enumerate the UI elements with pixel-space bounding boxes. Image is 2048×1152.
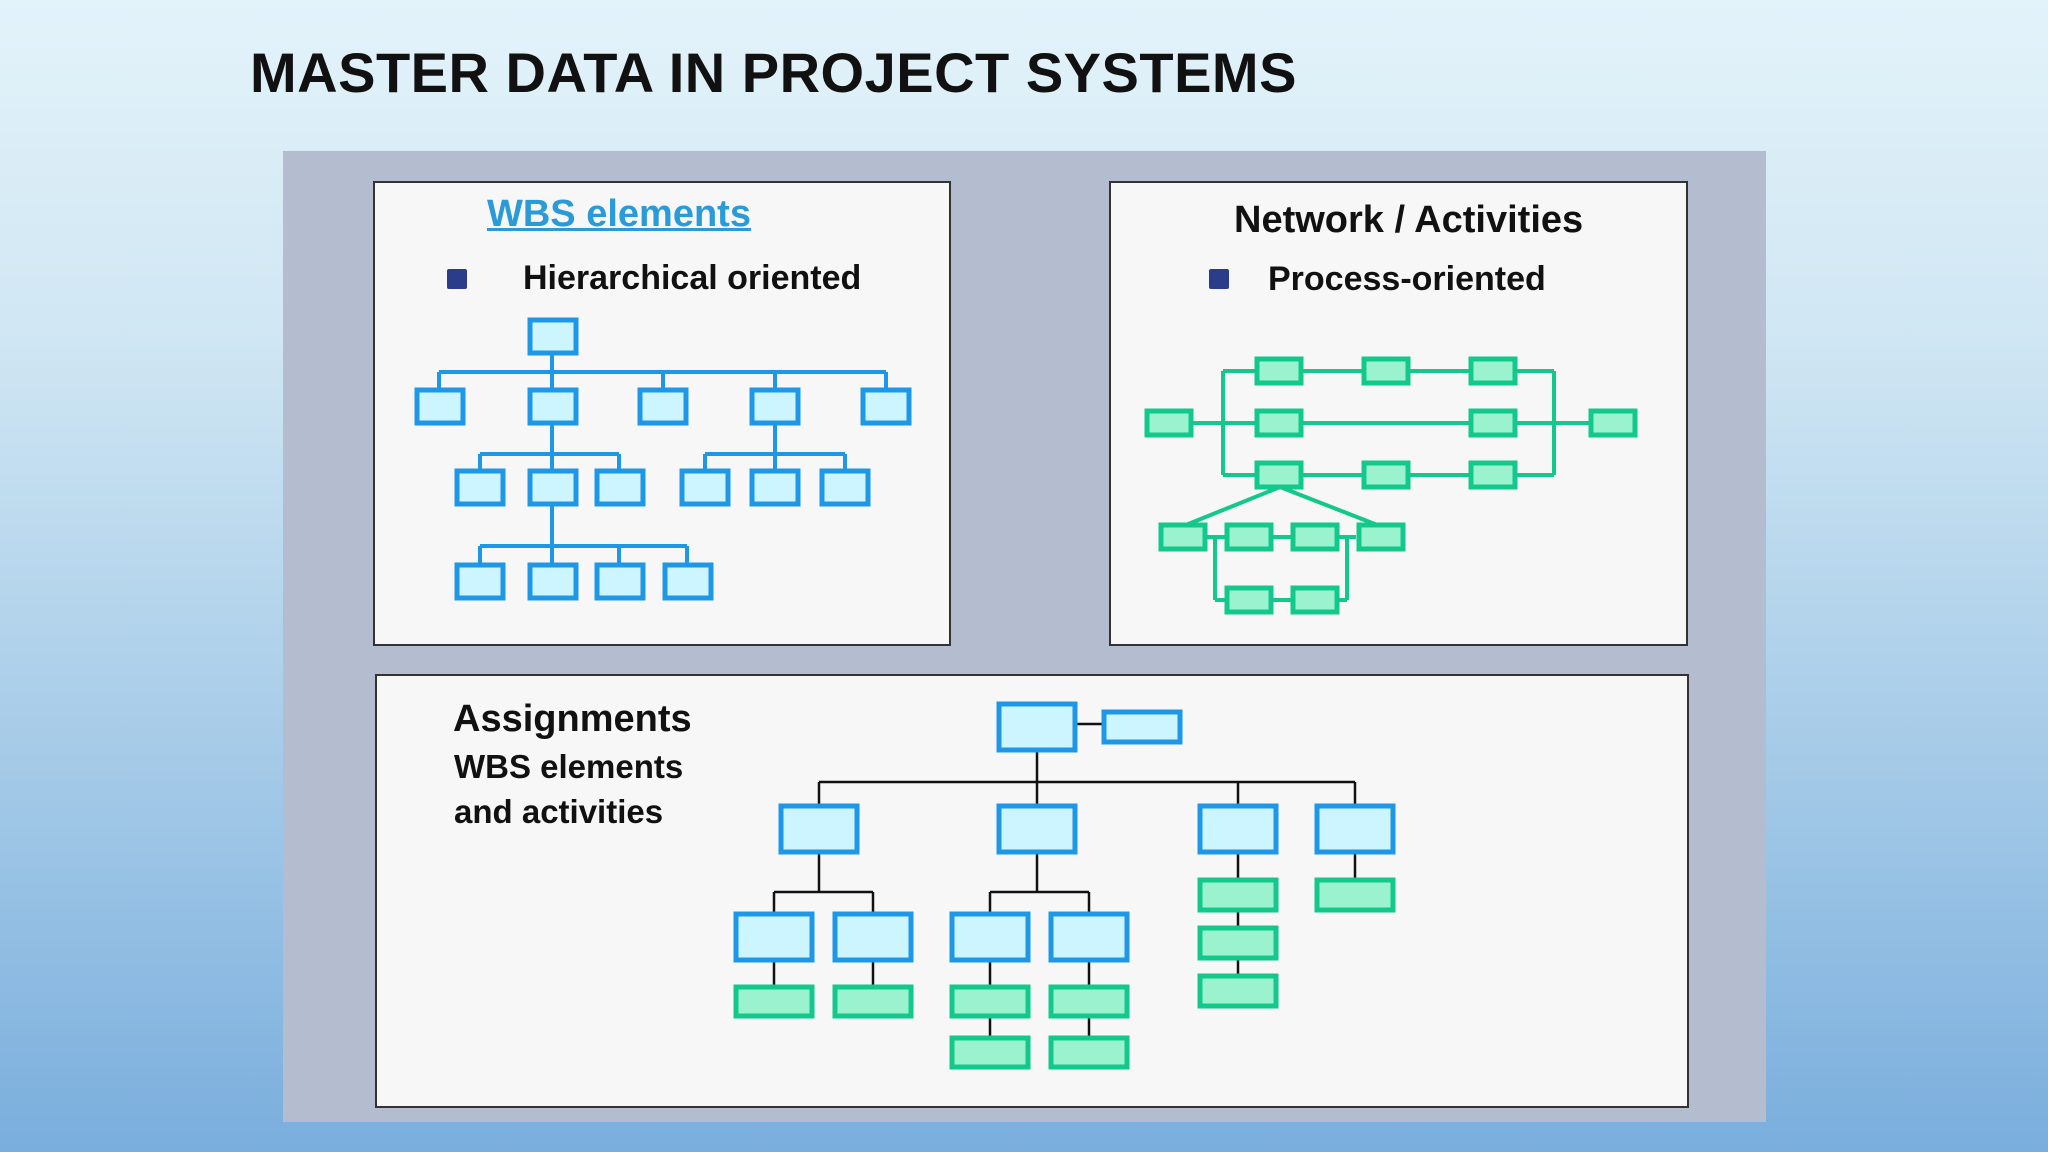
activity-box [1197,925,1279,961]
activity-box [1314,877,1396,913]
assignments-line-2: WBS elements [454,748,684,785]
wbs-element-box [1101,709,1183,745]
activity-box [1224,585,1274,615]
activity-box [733,984,815,1019]
activity-box [1158,522,1208,552]
activity-box [1254,408,1304,438]
wbs-element-box [1048,911,1130,963]
bullet-icon [1209,269,1229,289]
wbs-element-box [949,911,1031,963]
assignments-panel: Assignments WBS elements and activities [375,674,1689,1108]
activity-box [1224,522,1274,552]
wbs-panel: WBS elements Hierarchical oriented [373,181,951,646]
network-panel: Network / Activities Process-oriented [1109,181,1688,646]
wbs-element-box [832,911,914,963]
activity-box [1468,408,1518,438]
activity-box [1588,408,1638,438]
wbs-element-box [454,468,506,507]
wbs-hierarchy-diagram [414,317,912,601]
activity-box [949,984,1031,1019]
activity-box [1290,522,1340,552]
wbs-element-box [527,468,579,507]
activity-box [832,984,914,1019]
network-bullet-text: Process-oriented [1268,260,1546,298]
wbs-element-box [749,468,801,507]
activity-box [1144,408,1194,438]
activity-box [1356,522,1406,552]
wbs-element-box [662,562,714,601]
wbs-element-box [749,387,801,426]
wbs-element-box [527,317,579,356]
activity-box [1254,356,1304,386]
wbs-element-box [1314,803,1396,855]
slide-title: MASTER DATA IN PROJECT SYSTEMS [250,41,1297,104]
wbs-element-box [527,387,579,426]
activity-box [1361,460,1411,490]
wbs-element-box [594,562,646,601]
wbs-element-box [414,387,466,426]
wbs-element-box [733,911,815,963]
wbs-element-box [996,803,1078,855]
activity-box [1361,356,1411,386]
activity-box [1468,460,1518,490]
assignments-heading: Assignments [453,698,692,740]
activity-box [949,1035,1031,1070]
wbs-element-box [454,562,506,601]
wbs-element-box [778,803,860,855]
activity-box [1048,1035,1130,1070]
wbs-element-box [860,387,912,426]
wbs-element-box [679,468,731,507]
wbs-heading: WBS elements [487,193,751,235]
bullet-icon [447,269,467,289]
assignments-diagram [733,701,1396,1070]
network-heading: Network / Activities [1234,199,1584,241]
assignments-line-3: and activities [454,793,664,830]
wbs-element-box [1197,803,1279,855]
activity-box [1048,984,1130,1019]
wbs-element-box [637,387,689,426]
activity-box [1254,460,1304,490]
wbs-element-box [819,468,871,507]
activity-box [1197,973,1279,1009]
activity-box [1468,356,1518,386]
activity-box [1197,877,1279,913]
wbs-element-box [996,701,1078,753]
network-activities-diagram [1144,356,1638,615]
wbs-element-box [594,468,646,507]
wbs-bullet-text: Hierarchical oriented [523,259,862,297]
activity-box [1290,585,1340,615]
wbs-element-box [527,562,579,601]
